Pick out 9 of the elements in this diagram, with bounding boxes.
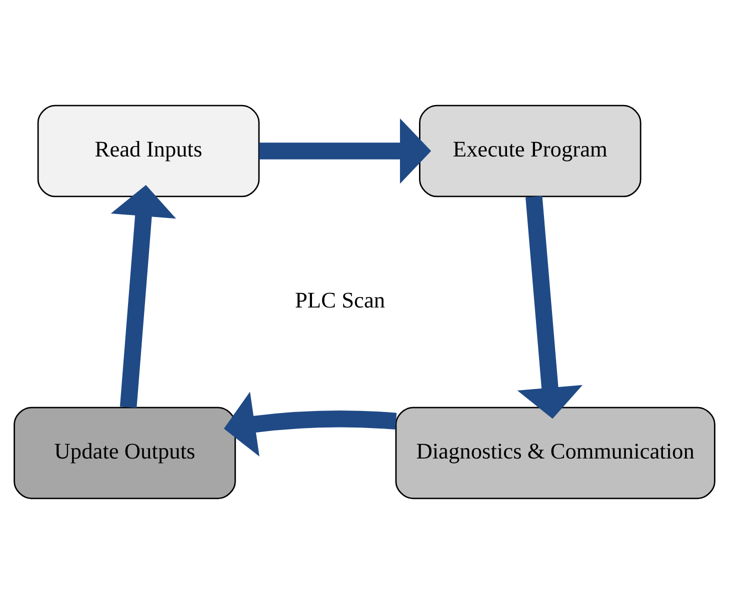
label: PLC Scan: [295, 287, 386, 312]
node-box: Update Outputs: [14, 406, 236, 500]
arrow: [259, 118, 432, 184]
node-box: Diagnostics & Communication: [395, 406, 716, 500]
node-box: Read Inputs: [37, 104, 260, 198]
arrow: [110, 185, 176, 408]
node-box: Execute Program: [419, 104, 642, 198]
arrow: [224, 392, 397, 457]
arrow: [517, 196, 583, 419]
